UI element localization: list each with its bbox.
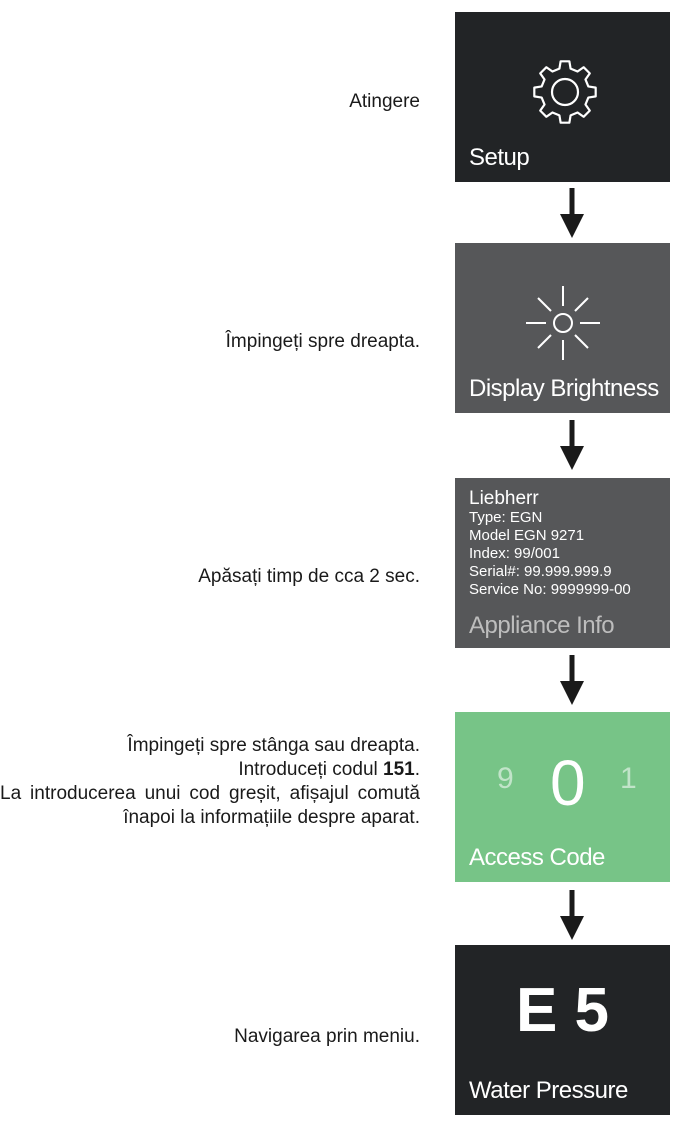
menu-code: E 5	[515, 976, 610, 1045]
instruction-step-1: Atingere	[349, 90, 420, 114]
appliance-info-block: Liebherr Type: EGN Model EGN 9271 Index:…	[469, 488, 631, 599]
instruction-line: Împingeți spre stânga sau dreapta.	[127, 735, 420, 756]
screen-label: Water Pressure	[469, 1077, 628, 1104]
arrow-down-icon	[560, 188, 584, 238]
access-code-screen: 9 0 1 Access Code	[455, 712, 670, 882]
info-line: Serial#: 99.999.999.9	[469, 563, 612, 580]
arrow-down-icon	[560, 420, 584, 470]
instruction-step-3: Apăsați timp de cca 2 sec.	[198, 565, 420, 589]
display-brightness-screen: Display Brightness	[455, 243, 670, 413]
instruction-line: La introducerea unui cod greșit, afișaju…	[0, 783, 420, 828]
previous-digit: 9	[497, 762, 514, 795]
screen-label: Access Code	[469, 844, 605, 871]
screen-label: Setup	[469, 144, 530, 171]
instruction-text: Apăsați timp de cca 2 sec.	[198, 566, 420, 587]
code-digit-selector[interactable]: 9 0 1	[455, 746, 670, 819]
gear-icon	[533, 60, 597, 124]
info-line: Model EGN 9271	[469, 527, 585, 544]
water-pressure-screen: E 5 Water Pressure	[455, 945, 670, 1115]
instruction-text: Navigarea prin meniu.	[234, 1026, 420, 1047]
instruction-line: Introduceți codul 151.	[238, 759, 420, 780]
screen-label: Appliance Info	[469, 612, 615, 639]
next-digit: 1	[620, 762, 637, 795]
instruction-step-2: Împingeți spre dreapta.	[226, 330, 420, 354]
brand-name: Liebherr	[469, 488, 539, 509]
instruction-step-4: Împingeți spre stânga sau dreapta. Intro…	[0, 734, 420, 830]
access-code-value: 151	[383, 759, 415, 780]
arrow-down-icon	[560, 890, 584, 940]
current-digit: 0	[550, 747, 586, 819]
appliance-info-screen: Liebherr Type: EGN Model EGN 9271 Index:…	[455, 478, 670, 648]
sun-icon	[526, 286, 600, 360]
info-line: Index: 99/001	[469, 545, 560, 562]
arrow-down-icon	[560, 655, 584, 705]
info-line: Service No: 9999999-00	[469, 581, 631, 598]
instruction-text: Atingere	[349, 91, 420, 112]
setup-screen: Setup	[455, 12, 670, 182]
info-line: Type: EGN	[469, 509, 543, 526]
instruction-step-5: Navigarea prin meniu.	[234, 1025, 420, 1049]
instruction-text: Împingeți spre dreapta.	[225, 331, 420, 352]
screen-label: Display Brightness	[469, 375, 659, 402]
